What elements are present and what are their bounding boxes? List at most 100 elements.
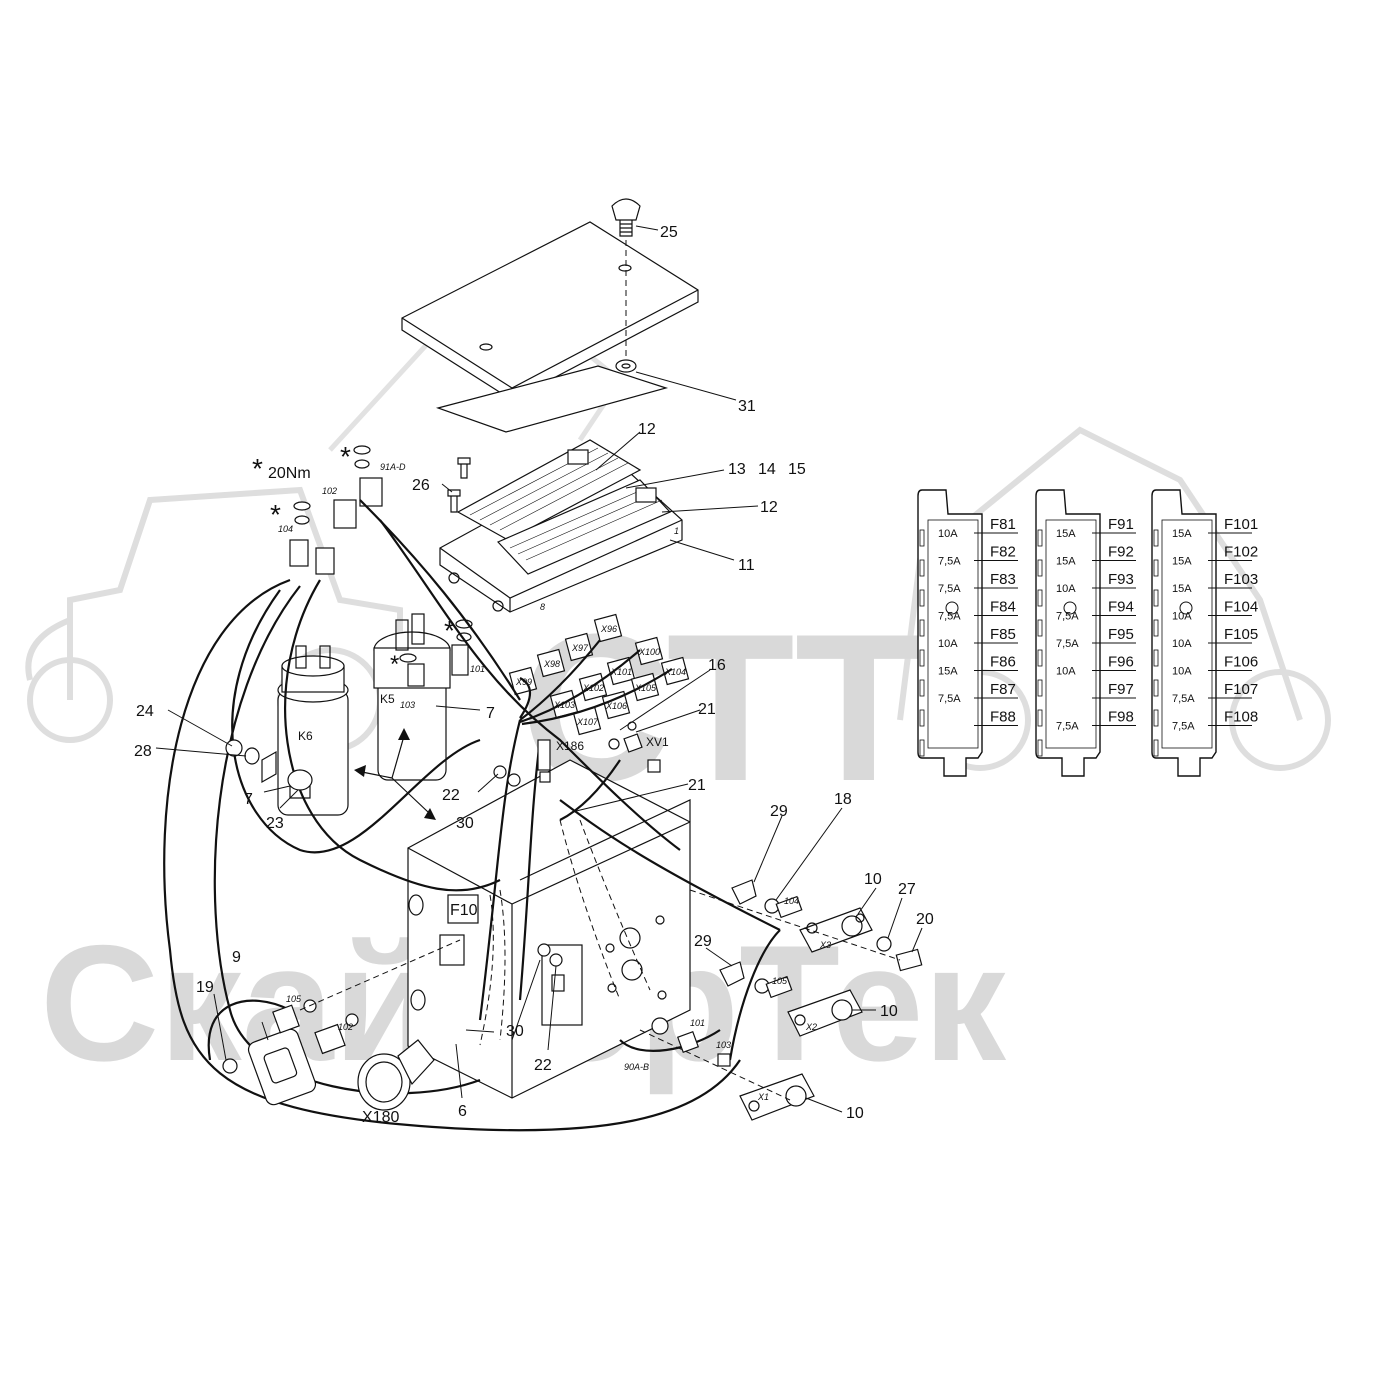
torque-value: 20Nm <box>268 465 311 482</box>
fuse-panel-inner <box>927 519 979 749</box>
svg-text:X106: X106 <box>605 701 627 711</box>
wire-90ab: 90A-B <box>624 1062 649 1072</box>
fuse-panel-1: 10AF817,5AF827,5AF837,5AF8410AF8515AF867… <box>917 489 1018 777</box>
fuse-row: 10A F106 <box>1172 654 1258 678</box>
connector-x186 <box>537 739 551 783</box>
fuse-row: F88 <box>974 709 1018 726</box>
fuse-rating: 15A <box>1172 528 1192 540</box>
stud-x2-label: X2 <box>805 1022 817 1032</box>
callout-13: 13 <box>728 461 746 478</box>
fuse-rating: 10A <box>938 638 958 650</box>
fuse-id: F96 <box>1108 654 1134 671</box>
callout-19: 19 <box>196 979 214 996</box>
relay-x97: X97 <box>564 632 594 662</box>
fuse-row: 15A F103 <box>1172 571 1258 595</box>
fuse-slot <box>919 619 925 637</box>
knob-screw <box>611 198 641 237</box>
wire-102-b: 102 <box>338 1022 353 1032</box>
svg-text:X103: X103 <box>553 700 575 710</box>
fuse-slot <box>919 589 925 607</box>
fuse-id: F81 <box>990 516 1016 533</box>
svg-text:X100: X100 <box>638 647 660 657</box>
fuse-panel-outline <box>1151 489 1217 777</box>
board-pin-1: 1 <box>674 526 679 536</box>
wire-104-b: 104 <box>784 896 799 906</box>
callout-14: 14 <box>758 461 776 478</box>
fuse-slot <box>1153 619 1159 637</box>
leader-lines <box>155 225 923 1113</box>
cover-plate <box>401 221 699 401</box>
bolt-23 <box>287 769 313 799</box>
fuse-panel-inner <box>1045 519 1097 749</box>
nut-22-b <box>537 943 563 967</box>
fuse-slot <box>919 739 925 757</box>
callout-6: 6 <box>458 1103 467 1120</box>
fuse-rating: 15A <box>1172 583 1192 595</box>
fuse-panel-3: 15AF10115AF10215AF10310AF10410AF10510AF1… <box>1151 489 1258 777</box>
fuse-slot <box>919 649 925 667</box>
fuse-row: 15A F101 <box>1172 516 1258 540</box>
fuse-relay-board: 1 8 <box>439 439 683 613</box>
torque-star: * <box>252 453 263 484</box>
relay-x104: X104 <box>660 656 690 686</box>
svg-text:X97: X97 <box>571 643 589 653</box>
callout-16: 16 <box>708 657 726 674</box>
callout-7-right: 7 <box>486 705 495 722</box>
stud-x1: X1 <box>739 1073 815 1121</box>
callout-7-left: 7 <box>244 791 253 808</box>
fuse-id: F108 <box>1224 709 1258 726</box>
wire-105-a: 105 <box>286 994 302 1004</box>
relay-x96: X96 <box>593 613 623 643</box>
wire-103-b: 103 <box>716 1040 731 1050</box>
fuse-id: F106 <box>1224 654 1258 671</box>
fittings-right: 104 105 103 101 90A-B <box>624 879 923 1072</box>
callout-23: 23 <box>266 815 284 832</box>
callout-22-top: 22 <box>442 787 460 804</box>
fuse-id: F92 <box>1108 544 1134 561</box>
fuse-id: F103 <box>1224 571 1258 588</box>
fuse-id: F104 <box>1224 599 1258 616</box>
washers-star <box>293 445 473 663</box>
fuse-id: F85 <box>990 626 1016 643</box>
fuse-rating: 10A <box>1172 611 1192 623</box>
fuse-rating: 10A <box>938 528 958 540</box>
solenoid-k6-label: K6 <box>298 729 313 743</box>
fuse-id: F94 <box>1108 599 1134 616</box>
solenoid-k5-label: K5 <box>380 692 395 706</box>
fuse-rating: 10A <box>1172 666 1192 678</box>
main-box: F10 <box>407 759 691 1099</box>
callout-29-top: 29 <box>770 803 788 820</box>
fuse-panel-inner <box>1161 519 1213 749</box>
svg-text:X101: X101 <box>610 667 632 677</box>
callout-10-middle: 10 <box>880 1003 898 1020</box>
fuse-panel-outline <box>917 489 983 777</box>
callout-28: 28 <box>134 743 152 760</box>
relay-x105: X105 <box>630 672 660 702</box>
callout-29-bottom: 29 <box>694 933 712 950</box>
terminal-102-left: 102 <box>314 1013 359 1055</box>
stud-x3-label: X3 <box>819 940 831 950</box>
callout-12-top: 12 <box>638 421 656 438</box>
fuse-slot <box>1037 559 1043 577</box>
callout-10-bottom: 10 <box>846 1105 864 1122</box>
fuse-rating: 7,5A <box>938 556 961 568</box>
fuse-row: F97 <box>1092 681 1136 699</box>
fuse-id: F93 <box>1108 571 1134 588</box>
wire-91ad: 91A-D <box>380 462 406 472</box>
fuse-rating: 7,5A <box>1056 638 1079 650</box>
fuse-rating: 10A <box>1172 638 1192 650</box>
stud-x1-label: X1 <box>757 1092 769 1102</box>
screw-26 <box>447 457 471 513</box>
fuse-id: F101 <box>1224 516 1258 533</box>
callout-20: 20 <box>916 911 934 928</box>
